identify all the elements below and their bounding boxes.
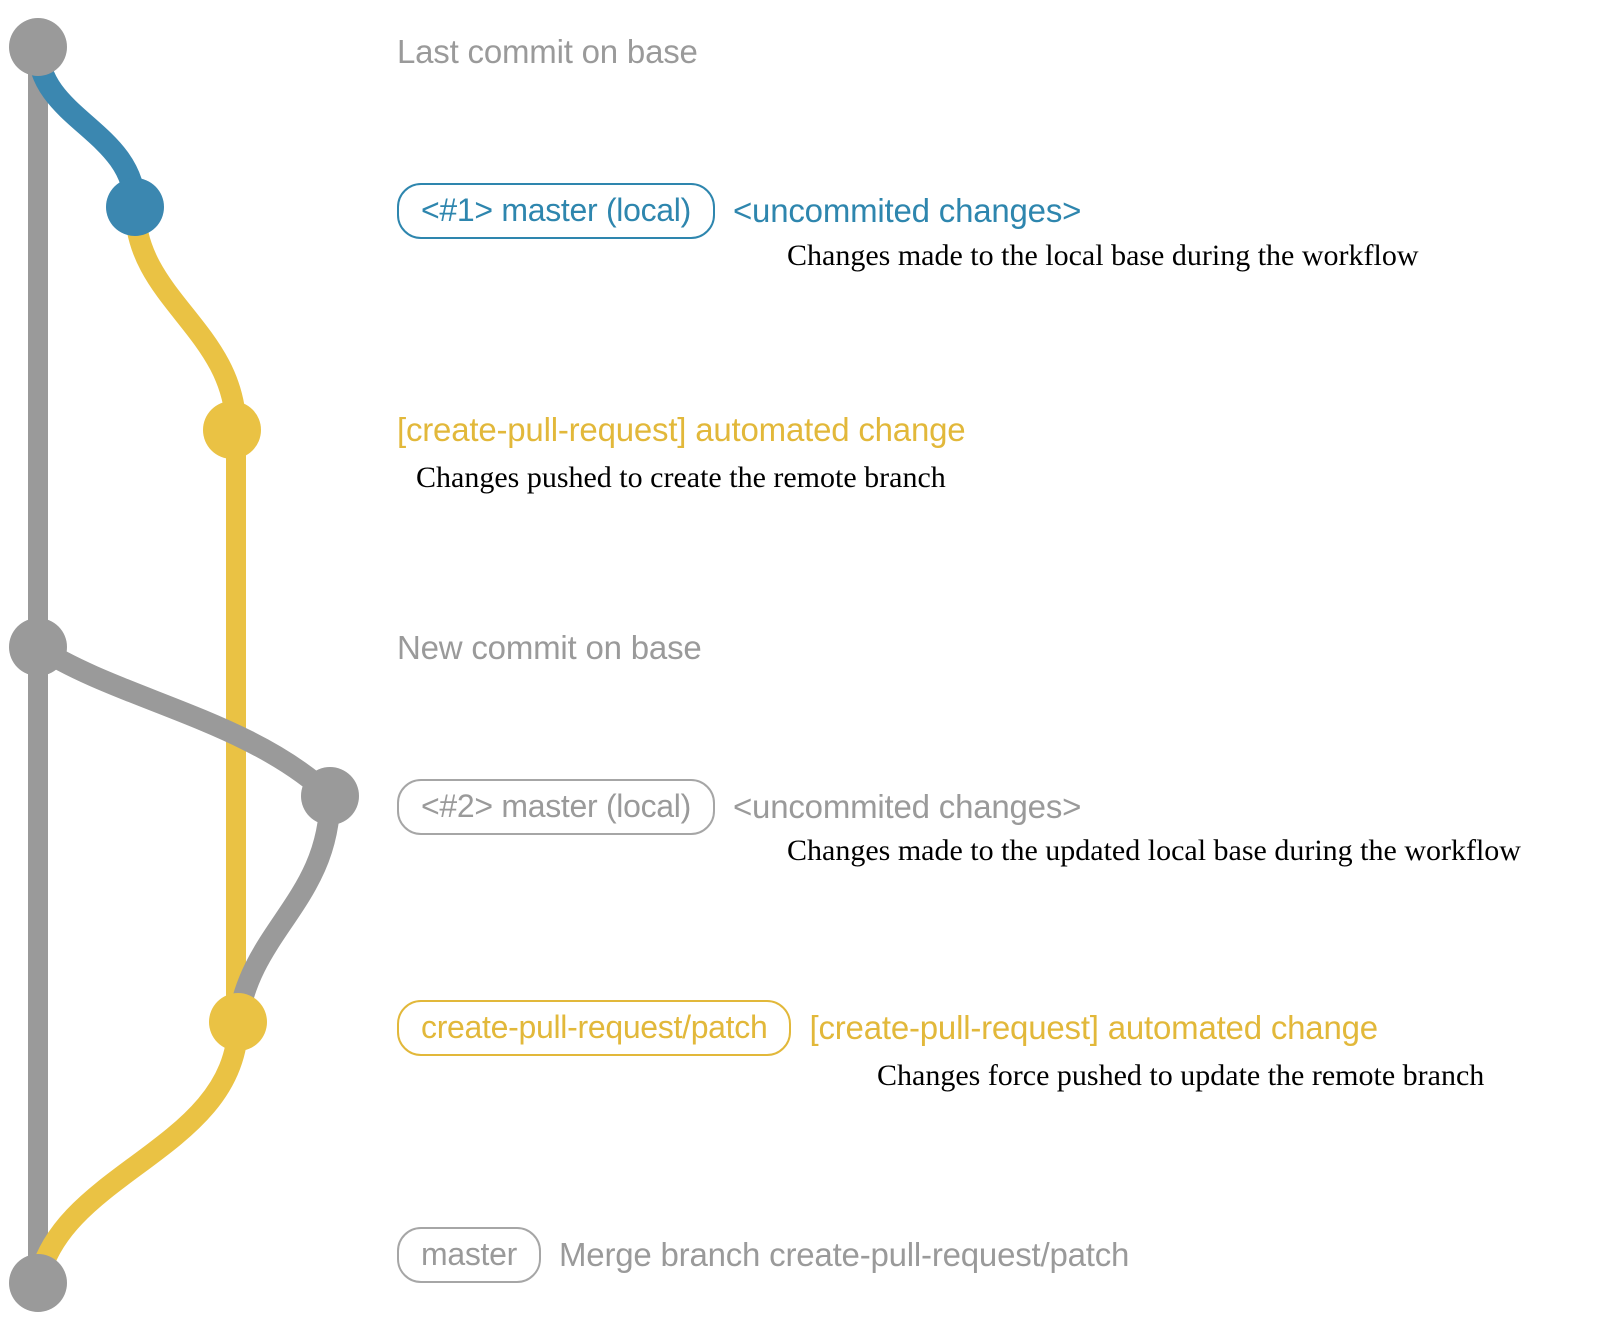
message-automated-change-1: [create-pull-request] automated change [397, 411, 966, 448]
row-last-commit: Last commit on base [397, 33, 698, 71]
message-uncommitted-changes-1: <uncommited changes> [732, 192, 1082, 229]
row-master-merge: master Merge branch create-pull-request/… [397, 1227, 1129, 1283]
node-new-commit-on-base[interactable] [9, 618, 67, 676]
row-automated-change-2: create-pull-request/patch [create-pull-r… [397, 1000, 1378, 1056]
node-local-commit-2[interactable] [301, 767, 359, 825]
node-last-commit-on-base[interactable] [9, 18, 67, 76]
row-local-commit-1: <#1> master (local) <uncommited changes> [397, 183, 1081, 239]
message-merge-branch: Merge branch create-pull-request/patch [559, 1236, 1130, 1273]
badge-master-local-1[interactable]: <#1> master (local) [397, 183, 715, 239]
badge-master-local-2[interactable]: <#2> master (local) [397, 779, 715, 835]
message-uncommitted-changes-2: <uncommited changes> [732, 788, 1082, 825]
new-commit-label: New commit on base [397, 629, 702, 666]
edge-local2-to-patch2 [227, 785, 341, 1033]
edge-patch2-to-master [27, 1011, 249, 1294]
last-commit-label: Last commit on base [397, 33, 698, 70]
edge-base2-to-local2 [27, 636, 341, 807]
row-new-commit: New commit on base [397, 629, 702, 667]
node-patch-commit-2[interactable] [209, 993, 267, 1051]
row-automated-change-1: [create-pull-request] automated change [397, 411, 966, 449]
badge-master[interactable]: master [397, 1227, 541, 1283]
row-local-commit-2: <#2> master (local) <uncommited changes> [397, 779, 1081, 835]
badge-create-pull-request-patch[interactable]: create-pull-request/patch [397, 1000, 792, 1056]
node-patch-commit-1[interactable] [203, 401, 261, 459]
node-master-merge-commit[interactable] [9, 1254, 67, 1312]
node-local-commit-1[interactable] [106, 178, 164, 236]
edge-local1-to-patch1 [124, 196, 247, 441]
message-automated-change-2: [create-pull-request] automated change [809, 1009, 1378, 1046]
description-local-changes-2: Changes made to the updated local base d… [787, 834, 1521, 867]
description-force-push-remote-branch: Changes force pushed to update the remot… [877, 1059, 1485, 1092]
description-local-changes-1: Changes made to the local base during th… [787, 239, 1419, 272]
description-push-remote-branch: Changes pushed to create the remote bran… [416, 461, 946, 494]
